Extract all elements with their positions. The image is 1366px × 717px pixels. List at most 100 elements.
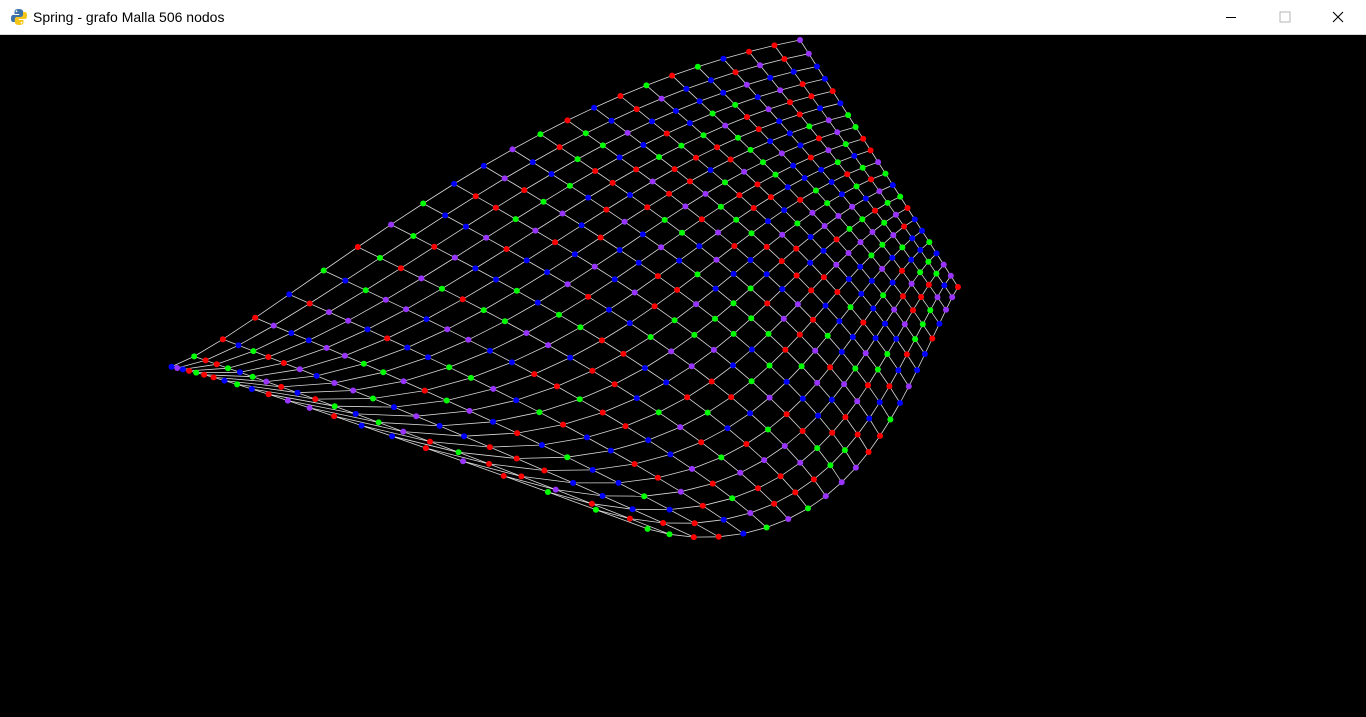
mesh-node [345, 317, 352, 324]
mesh-edge [532, 146, 560, 163]
mesh-node [860, 319, 867, 326]
mesh-edge [697, 58, 724, 68]
mesh-edge [387, 318, 427, 339]
mesh-node [588, 500, 595, 507]
mesh-edge [562, 412, 603, 425]
mesh-edge [593, 95, 621, 109]
mesh-edge [237, 384, 298, 394]
title-bar[interactable]: Spring - grafo Malla 506 nodos [0, 0, 1366, 35]
mesh-edge [638, 262, 659, 277]
mesh-node [806, 123, 813, 130]
mesh-node [583, 434, 590, 441]
mesh-node [854, 431, 861, 438]
mesh-node [874, 366, 881, 373]
mesh-edge [763, 459, 781, 477]
mesh-node [905, 383, 912, 390]
mesh-edge [734, 232, 752, 247]
mesh-node [564, 454, 571, 461]
mesh-edge [856, 400, 870, 419]
mesh-edge [619, 157, 637, 170]
mesh-edge [365, 289, 386, 301]
mesh-edge [788, 508, 809, 520]
mesh-edge [686, 381, 712, 398]
mesh-edge [871, 280, 884, 296]
mesh-node [508, 359, 515, 366]
mesh-node [737, 469, 744, 476]
mesh-node [837, 100, 844, 107]
mesh-edge [291, 311, 330, 334]
mesh-node [221, 377, 228, 384]
mesh-edge [889, 370, 899, 387]
mesh-edge [783, 199, 801, 211]
mesh-edge [666, 122, 690, 134]
mesh-node [288, 330, 295, 336]
mesh-node [606, 306, 612, 313]
mesh-edge [287, 400, 356, 415]
mesh-node [933, 250, 940, 257]
mesh-edge [828, 143, 846, 151]
mesh-edge [799, 107, 821, 115]
mesh-edge [592, 469, 619, 484]
mesh-edge [547, 491, 593, 505]
mesh-edge [694, 318, 716, 336]
mesh-edge [416, 410, 470, 417]
mesh-edge [681, 134, 704, 146]
mesh-edge [831, 383, 845, 401]
mesh-edge [556, 386, 580, 400]
mesh-edge [658, 145, 682, 158]
mesh-edge [802, 382, 818, 399]
mesh-node [651, 303, 658, 310]
mesh-edge [344, 355, 364, 365]
maximize-button[interactable] [1262, 0, 1308, 34]
mesh-edge [268, 393, 335, 407]
mesh-edge [488, 463, 522, 477]
mesh-node [724, 425, 731, 432]
mesh-edge [644, 495, 670, 510]
mesh-node [490, 418, 496, 425]
minimize-button[interactable] [1208, 0, 1254, 34]
mesh-edge [483, 309, 506, 322]
close-icon [1332, 11, 1344, 23]
mesh-node [783, 378, 790, 385]
mesh-edge [619, 144, 644, 158]
mesh-edge [579, 383, 615, 400]
mesh-node [252, 314, 259, 321]
mesh-edge [469, 399, 517, 412]
mesh-node [633, 166, 640, 173]
mesh-node [320, 267, 327, 274]
mesh-edge [837, 126, 856, 133]
mesh-edge [746, 108, 769, 118]
mesh-edge [740, 459, 765, 474]
mesh-edge [462, 279, 497, 300]
mesh-edge [591, 503, 633, 510]
mesh-node [364, 326, 371, 333]
mesh-edge [715, 273, 734, 289]
mesh-node [589, 367, 596, 374]
mesh-edge [685, 193, 706, 207]
mesh-edge [816, 382, 833, 401]
mesh-edge [827, 335, 843, 353]
mesh-edge [686, 396, 708, 413]
mesh-node [781, 207, 788, 214]
mesh-edge [757, 174, 776, 185]
close-button[interactable] [1315, 0, 1361, 34]
mesh-node [727, 156, 734, 163]
mesh-node [730, 270, 737, 277]
graph-canvas[interactable] [0, 35, 1366, 717]
mesh-edge [670, 441, 702, 455]
mesh-edge [730, 380, 752, 398]
mesh-edge [333, 415, 362, 426]
mesh-node [342, 277, 349, 284]
mesh-edge [681, 218, 703, 234]
mesh-node [849, 334, 856, 340]
mesh-node [513, 287, 520, 294]
mesh-edge [495, 260, 527, 280]
mesh-node [808, 287, 815, 294]
mesh-edge [712, 472, 741, 484]
mesh-node [918, 294, 925, 300]
mesh-edge [541, 437, 587, 446]
mesh-edge [268, 393, 288, 401]
mesh-edge [316, 363, 364, 377]
mesh-node [677, 488, 684, 495]
mesh-node [801, 175, 808, 181]
